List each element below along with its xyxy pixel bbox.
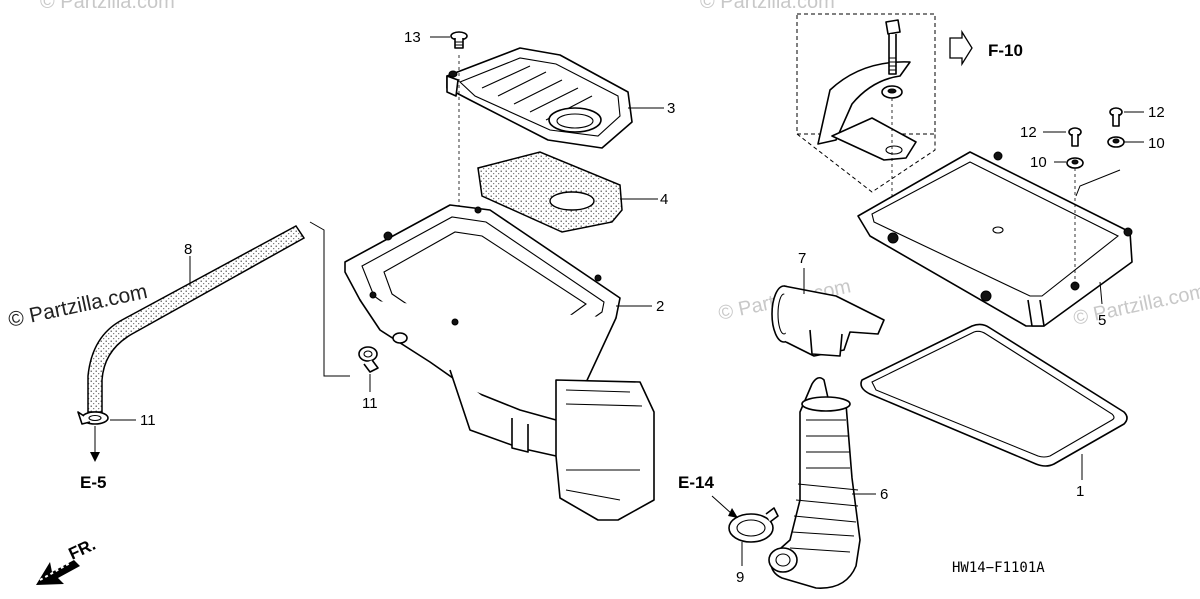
part-12-screw-center[interactable] xyxy=(1068,127,1082,147)
part-11-clamp-left[interactable] xyxy=(77,411,109,425)
leader-5 xyxy=(1099,281,1103,305)
part-2-air-cleaner-case[interactable] xyxy=(344,204,655,521)
part-5-air-cleaner-cover[interactable] xyxy=(857,151,1133,327)
callout-9[interactable]: 9 xyxy=(736,569,744,586)
ref-f10[interactable]: F-10 xyxy=(988,41,1023,60)
leader-5-upper xyxy=(1075,169,1121,197)
ref-e14[interactable]: E-14 xyxy=(678,473,714,492)
detail-bolt[interactable] xyxy=(881,19,903,99)
ref-f10-arrow xyxy=(949,29,973,67)
callout-13[interactable]: 13 xyxy=(404,29,421,46)
detail-box-upper xyxy=(796,13,936,135)
part-10-grommet-center[interactable] xyxy=(1066,157,1084,169)
ref-e5[interactable]: E-5 xyxy=(80,473,106,492)
callout-7[interactable]: 7 xyxy=(798,250,806,267)
part-1-gasket[interactable] xyxy=(860,323,1128,467)
callout-3[interactable]: 3 xyxy=(667,100,675,117)
part-9-band[interactable] xyxy=(728,507,779,543)
part-10-grommet-right[interactable] xyxy=(1107,136,1125,148)
callout-11-left[interactable]: 11 xyxy=(140,412,156,429)
part-3-filter-cover[interactable] xyxy=(446,47,633,149)
part-4-filter-element[interactable] xyxy=(477,151,623,233)
arrow-e5-head xyxy=(90,452,100,462)
detail-mount-bracket xyxy=(817,61,917,161)
callout-5[interactable]: 5 xyxy=(1098,312,1106,329)
callout-10-right[interactable]: 10 xyxy=(1148,135,1165,152)
arrow-e14-line xyxy=(711,495,733,515)
callout-10-center[interactable]: 10 xyxy=(1030,154,1047,171)
callout-4[interactable]: 4 xyxy=(660,191,668,208)
callout-12-right[interactable]: 12 xyxy=(1148,104,1165,121)
callout-1[interactable]: 1 xyxy=(1076,483,1084,500)
front-direction-arrow xyxy=(36,560,80,585)
leader-bracket-hose xyxy=(309,221,350,377)
part-12-screw-right[interactable] xyxy=(1109,107,1123,127)
callout-6[interactable]: 6 xyxy=(880,486,888,503)
watermark-top-right: © Partzilla.com xyxy=(700,0,835,13)
part-13-screw[interactable] xyxy=(450,31,468,49)
diagram-code: HW14−F1101A xyxy=(952,560,1045,576)
callout-11-center[interactable]: 11 xyxy=(362,395,378,412)
arrow-e14-head xyxy=(728,508,738,518)
ref-front: FR. xyxy=(66,535,99,564)
part-6-intake-duct[interactable] xyxy=(768,376,861,589)
part-7-intake-joint[interactable] xyxy=(771,285,885,357)
detail-box-lower xyxy=(796,133,936,193)
callout-8[interactable]: 8 xyxy=(184,241,192,258)
part-11-clamp-center[interactable] xyxy=(358,346,379,373)
callout-2[interactable]: 2 xyxy=(656,298,664,315)
watermark-top-left: © Partzilla.com xyxy=(40,0,175,13)
callout-12-center[interactable]: 12 xyxy=(1020,124,1037,141)
part-8-breather-hose[interactable] xyxy=(87,225,306,413)
